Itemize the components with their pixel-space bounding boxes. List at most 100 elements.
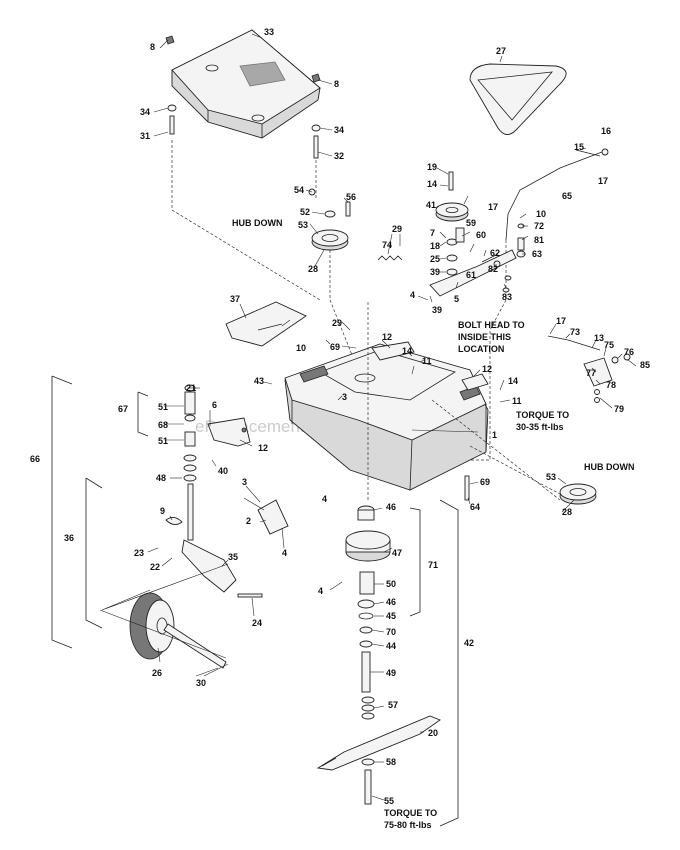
callout-labels: 8 33 8 34 31 34 32 27 15 16 17 65 19 14 … <box>30 27 650 806</box>
callout: 27 <box>496 46 506 56</box>
callout: 3 <box>342 392 347 402</box>
link-rod-73 <box>547 335 601 351</box>
callout: 5 <box>454 294 459 304</box>
callout: 83 <box>502 292 512 302</box>
callout: 34 <box>140 107 150 117</box>
callout: 21 <box>186 383 196 393</box>
callout: 10 <box>296 343 306 353</box>
bolt-31 <box>169 115 175 135</box>
callout: 11 <box>512 396 522 406</box>
pulley-53-right <box>559 483 597 505</box>
callout: 51 <box>158 402 168 412</box>
callout: 67 <box>118 404 128 414</box>
note-torque-mid-2: 30-35 ft-lbs <box>516 422 564 432</box>
callout: 2 <box>246 516 251 526</box>
callout: 46 <box>386 597 396 607</box>
pulley-53-left <box>311 229 349 251</box>
callout: 28 <box>562 507 572 517</box>
assembly-notes: HUB DOWN HUB DOWN BOLT HEAD TO INSIDE TH… <box>232 218 635 830</box>
callout: 4 <box>318 586 323 596</box>
callout: 14 <box>402 346 412 356</box>
callout: 9 <box>160 506 165 516</box>
idler-pulley-41 <box>435 202 469 222</box>
callout: 64 <box>470 502 480 512</box>
callout: 66 <box>30 454 40 464</box>
callout: 34 <box>334 125 344 135</box>
callout: 71 <box>428 560 438 570</box>
spring-74 <box>377 255 403 261</box>
callout: 57 <box>388 700 398 710</box>
callout: 29 <box>332 318 342 328</box>
bracket-2 <box>257 499 289 535</box>
callout: 56 <box>346 192 356 202</box>
callout: 75 <box>604 340 614 350</box>
callout: 69 <box>480 477 490 487</box>
clip-8-right <box>311 73 321 83</box>
callout: 53 <box>298 220 308 230</box>
callout: 11 <box>422 356 432 366</box>
callout: 36 <box>64 533 74 543</box>
callout: 46 <box>386 502 396 512</box>
callout: 20 <box>428 728 438 738</box>
callout: 1 <box>492 430 497 440</box>
callout: 72 <box>534 221 544 231</box>
callout: 4 <box>322 494 327 504</box>
callout: 49 <box>386 668 396 678</box>
clip-8-left <box>165 35 175 45</box>
callout: 48 <box>156 473 166 483</box>
callout: 10 <box>536 209 546 219</box>
callout: 85 <box>640 360 650 370</box>
callout: 82 <box>488 264 498 274</box>
cable-65 <box>505 151 603 241</box>
callout: 14 <box>508 376 518 386</box>
bolt-32 <box>313 135 319 159</box>
callout: 37 <box>230 294 240 304</box>
callout: 53 <box>546 472 556 482</box>
callout: 12 <box>258 443 268 453</box>
callout: 42 <box>464 638 474 648</box>
callout: 17 <box>598 176 608 186</box>
bracket-78 <box>583 357 613 387</box>
callout: 58 <box>386 757 396 767</box>
callout: 63 <box>532 249 542 259</box>
callout: 30 <box>196 678 206 688</box>
callout: 62 <box>490 248 500 258</box>
callout: 4 <box>282 548 287 558</box>
callout: 47 <box>392 548 402 558</box>
bracket-42 <box>439 499 459 827</box>
callout: 29 <box>392 224 402 234</box>
bracket-71 <box>409 507 421 617</box>
callout: 50 <box>386 579 396 589</box>
callout: 28 <box>308 264 318 274</box>
bracket-12-right <box>461 373 489 391</box>
callout: 44 <box>386 641 396 651</box>
note-bolt-head-1: BOLT HEAD TO <box>458 320 525 330</box>
callout: 18 <box>430 241 440 251</box>
callout: 8 <box>334 79 339 89</box>
leader-lines <box>99 33 637 801</box>
callout: 59 <box>466 218 476 228</box>
callout: 69 <box>330 342 340 352</box>
callout: 55 <box>384 796 394 806</box>
callout: 6 <box>212 400 217 410</box>
callout: 32 <box>334 151 344 161</box>
baffle-37 <box>225 301 307 347</box>
callout: 43 <box>254 376 264 386</box>
callout: 26 <box>152 668 162 678</box>
callout: 76 <box>624 347 634 357</box>
callout: 16 <box>601 126 611 136</box>
caster-pin-9 <box>165 517 183 525</box>
callout: 4 <box>410 290 415 300</box>
callout: 12 <box>482 364 492 374</box>
callout: 51 <box>158 436 168 446</box>
callout: 61 <box>466 270 476 280</box>
callout: 7 <box>430 228 435 238</box>
bracket-36 <box>85 477 103 629</box>
caster-assembly <box>181 384 263 598</box>
note-torque-mid-1: TORQUE TO <box>516 410 569 420</box>
note-hub-down-right: HUB DOWN <box>584 462 635 472</box>
bushing-34-right <box>311 124 321 132</box>
callout: 68 <box>158 420 168 430</box>
callout: 74 <box>382 240 392 250</box>
mower-deck <box>284 343 489 491</box>
